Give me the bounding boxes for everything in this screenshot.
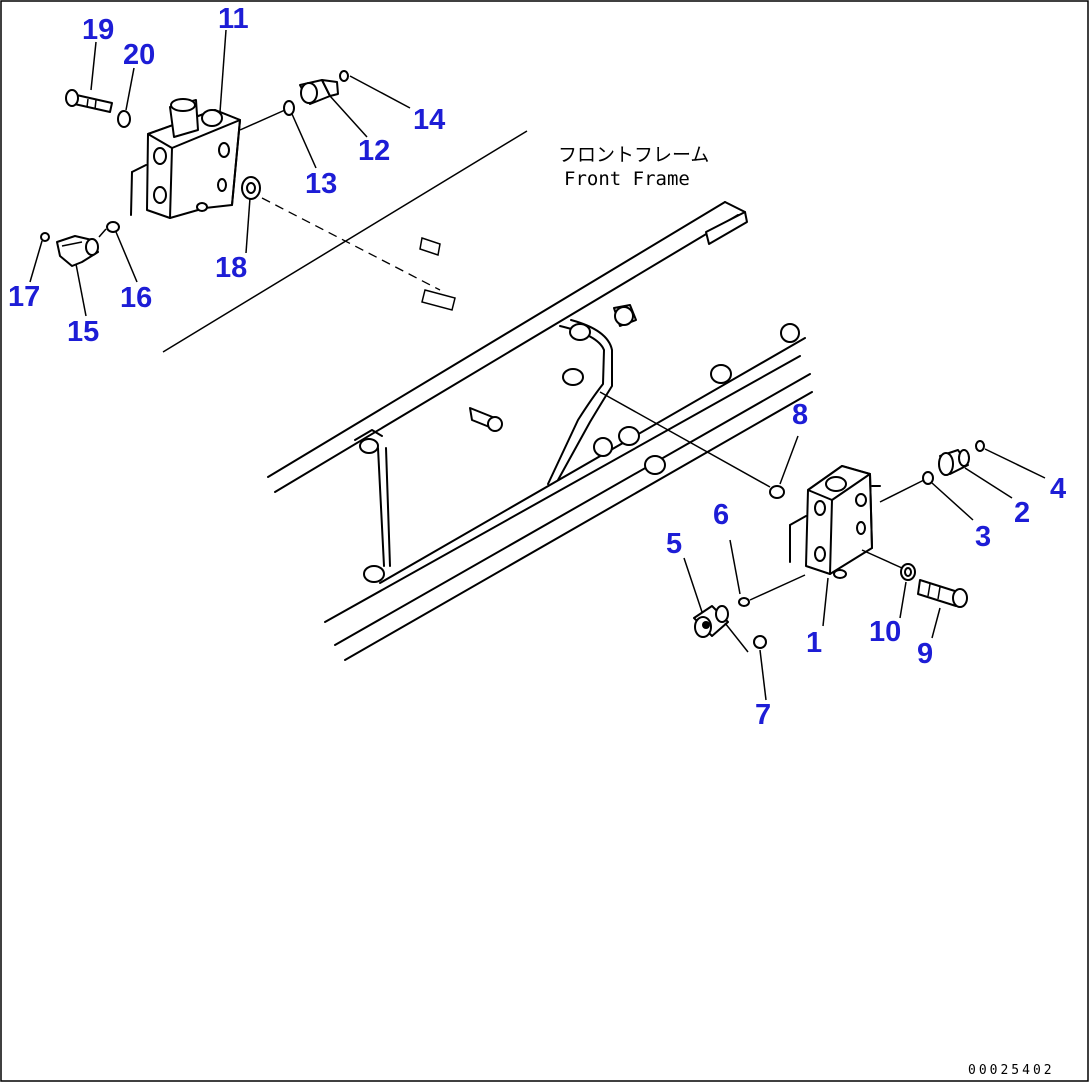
- frame-label-japanese: フロントフレーム: [558, 144, 709, 166]
- callout-1: 1: [806, 627, 822, 659]
- callout-20: 20: [123, 39, 155, 71]
- callout-10: 10: [869, 616, 901, 648]
- callout-leaders: [29, 29, 1013, 701]
- callout-6: 6: [713, 499, 729, 531]
- gasket-18: [241, 176, 261, 200]
- frame-bushings: [419, 237, 800, 475]
- callout-15: 15: [67, 316, 99, 348]
- oring-7: [753, 635, 767, 649]
- callout-5: 5: [666, 528, 682, 560]
- connector-2: [938, 449, 970, 476]
- bolt-9: [917, 579, 968, 608]
- upper-valve-block: [130, 98, 241, 219]
- callout-11: 11: [218, 3, 249, 35]
- connector-5: [693, 605, 729, 638]
- bolt-19: [65, 89, 113, 113]
- washer-20: [117, 110, 131, 128]
- callout-12: 12: [358, 135, 390, 167]
- elbow-15: [56, 235, 99, 267]
- callout-9: 9: [917, 638, 933, 670]
- callout-19: 19: [82, 14, 114, 46]
- callout-17: 17: [8, 281, 40, 313]
- callout-numbers: 1 2 3 4 5 6 7 8 9 10 11 12 13 14 15 16 1…: [8, 3, 1066, 731]
- frame-label-english: Front Frame: [564, 168, 690, 190]
- lower-valve-block: [789, 465, 881, 579]
- oring-13: [283, 100, 295, 116]
- oring-14: [339, 70, 349, 82]
- callout-13: 13: [305, 168, 337, 200]
- callout-14: 14: [413, 104, 445, 136]
- oring-17: [40, 232, 50, 242]
- callout-2: 2: [1014, 497, 1030, 529]
- callout-16: 16: [120, 282, 152, 314]
- front-frame: [162, 130, 813, 661]
- callout-18: 18: [215, 252, 247, 284]
- washer-10: [900, 563, 916, 581]
- gasket-8: [769, 485, 785, 499]
- oring-4: [975, 440, 985, 452]
- connector-12: [299, 79, 339, 105]
- callout-4: 4: [1050, 473, 1066, 505]
- callout-8: 8: [792, 399, 808, 431]
- oring-6: [738, 597, 750, 607]
- oring-3: [922, 471, 934, 485]
- callout-3: 3: [975, 521, 991, 553]
- oring-16: [106, 221, 120, 233]
- drawing-code: 00025402: [968, 1063, 1055, 1078]
- callout-7: 7: [755, 699, 771, 731]
